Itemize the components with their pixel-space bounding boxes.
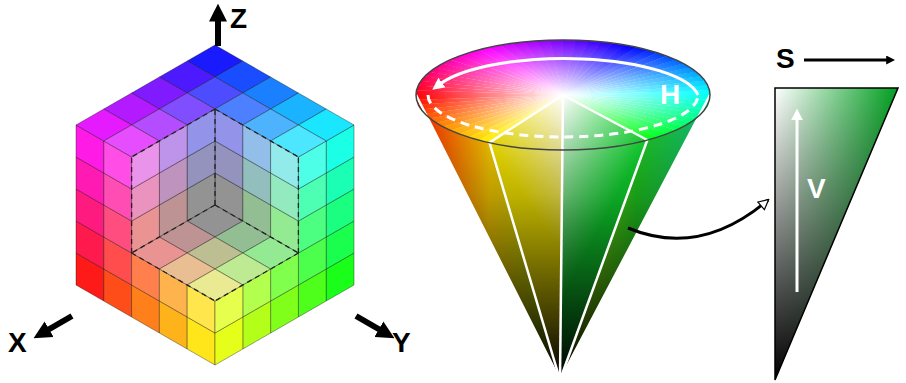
cut-edge (215, 253, 298, 301)
axis-label: H (660, 80, 680, 110)
rgb-cube (76, 45, 354, 365)
cube-cell (215, 109, 243, 157)
hsv-cone (416, 40, 710, 380)
axis-label: V (807, 174, 826, 204)
slice-pointer (628, 200, 768, 238)
value-saturation-slice (775, 60, 898, 380)
axis-label: Z (230, 4, 247, 34)
axis-label: X (8, 328, 27, 358)
axis-label: Y (392, 328, 411, 358)
cube-cell (187, 269, 243, 301)
cut-edge (215, 205, 298, 253)
cube-cell (159, 125, 187, 173)
cube-cell (271, 141, 299, 189)
cut-edge (215, 109, 298, 157)
cube-cell (243, 125, 271, 173)
cut-edge (298, 157, 299, 253)
cube-cell (132, 141, 160, 189)
hue-arrow (428, 58, 698, 136)
cone-rim (416, 40, 710, 150)
cut-edge (131, 157, 132, 253)
cut-edge (214, 109, 215, 205)
cut-edge (132, 253, 215, 301)
axis-arrows (46, 18, 382, 331)
cut-edge (132, 109, 215, 157)
cube-cell (187, 109, 215, 157)
cut-edge (132, 205, 215, 253)
axis-label: S (776, 44, 795, 74)
